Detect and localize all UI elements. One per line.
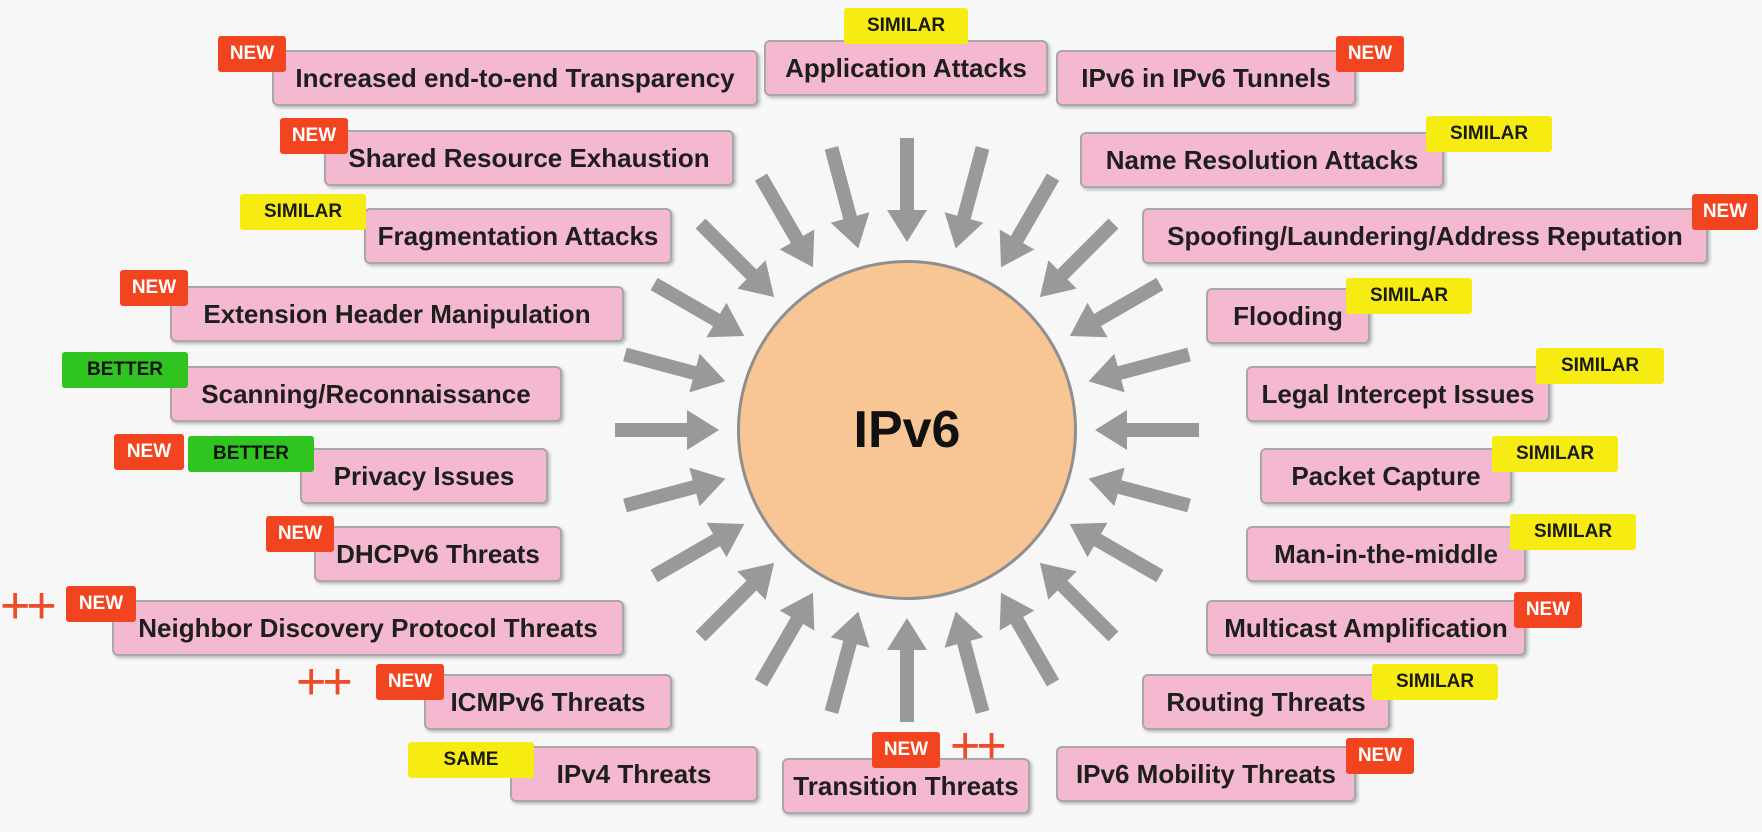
tag-new: NEW (1336, 36, 1404, 72)
threat-ipv6-in-ipv6-tunnels: IPv6 in IPv6 Tunnels (1056, 50, 1356, 106)
threat-packet-capture: Packet Capture (1260, 448, 1512, 504)
tag-new: NEW (1346, 738, 1414, 774)
threat-scanning-reconnaissance: Scanning/Reconnaissance (170, 366, 562, 422)
tag-similar: SIMILAR (240, 194, 366, 230)
plus-mark-neighbor-discovery: ++ (0, 577, 57, 635)
arrow-icon (944, 146, 990, 249)
threat-fragmentation-attacks: Fragmentation Attacks (364, 208, 672, 264)
arrow-icon (754, 173, 815, 268)
tag-new: NEW (120, 270, 188, 306)
arrow-icon (623, 467, 726, 513)
arrow-icon (999, 173, 1060, 268)
threat-ipv6-mobility-threats: IPv6 Mobility Threats (1056, 746, 1356, 802)
tag-new: NEW (1692, 194, 1758, 230)
threat-neighbor-discovery: Neighbor Discovery Protocol Threats (112, 600, 624, 656)
tag-new: NEW (114, 434, 184, 470)
tag-similar: SIMILAR (1346, 278, 1472, 314)
ipv6-center-circle: IPv6 (737, 260, 1077, 600)
tag-better: BETTER (188, 436, 314, 472)
threat-ipv4-threats: IPv4 Threats (510, 746, 758, 802)
threat-routing-threats: Routing Threats (1142, 674, 1390, 730)
arrow-icon (999, 592, 1060, 687)
arrow-icon (1069, 522, 1164, 583)
arrow-icon (1095, 410, 1199, 450)
tag-similar: SIMILAR (1426, 116, 1552, 152)
threat-shared-resource-exhaustion: Shared Resource Exhaustion (324, 130, 734, 186)
threat-flooding: Flooding (1206, 288, 1370, 344)
tag-new: NEW (280, 118, 348, 154)
threat-extension-header-manipulation: Extension Header Manipulation (170, 286, 624, 342)
tag-similar: SIMILAR (844, 8, 968, 44)
tag-new: NEW (266, 516, 334, 552)
threat-man-in-the-middle: Man-in-the-middle (1246, 526, 1526, 582)
arrow-icon (695, 218, 775, 298)
arrow-icon (1069, 277, 1164, 338)
arrow-icon (650, 522, 745, 583)
threat-multicast-amplification: Multicast Amplification (1206, 600, 1526, 656)
threat-name-resolution-attacks: Name Resolution Attacks (1080, 132, 1444, 188)
arrow-icon (944, 611, 990, 714)
arrow-icon (650, 277, 745, 338)
tag-new: NEW (1514, 592, 1582, 628)
tag-better: BETTER (62, 352, 188, 388)
tag-similar: SIMILAR (1492, 436, 1618, 472)
tag-similar: SIMILAR (1536, 348, 1664, 384)
tag-similar: SIMILAR (1372, 664, 1498, 700)
arrow-icon (1088, 347, 1191, 393)
arrow-icon (1039, 562, 1119, 642)
arrow-icon (1039, 218, 1119, 298)
threat-icmpv6-threats: ICMPv6 Threats (424, 674, 672, 730)
plus-mark-transition: ++ (950, 717, 1007, 775)
threat-dhcpv6-threats: DHCPv6 Threats (314, 526, 562, 582)
threat-spoofing-address-reputation: Spoofing/Laundering/Address Reputation (1142, 208, 1708, 264)
arrow-icon (1088, 467, 1191, 513)
tag-new: NEW (218, 36, 286, 72)
arrow-icon (695, 562, 775, 642)
arrow-icon (887, 138, 927, 242)
tag-new: NEW (66, 586, 136, 622)
tag-similar: SIMILAR (1510, 514, 1636, 550)
arrow-icon (824, 611, 870, 714)
tag-same: SAME (408, 742, 534, 778)
arrow-icon (824, 146, 870, 249)
threat-increased-transparency: Increased end-to-end Transparency (272, 50, 758, 106)
center-label: IPv6 (853, 401, 961, 459)
arrow-icon (615, 410, 719, 450)
tag-new: NEW (872, 732, 940, 768)
plus-mark-icmpv6: ++ (296, 653, 353, 711)
threat-transition-threats: Transition Threats (782, 758, 1030, 814)
tag-new: NEW (376, 664, 444, 700)
threat-application-attacks: Application Attacks (764, 40, 1048, 96)
arrow-icon (754, 592, 815, 687)
arrow-icon (623, 347, 726, 393)
threat-legal-intercept-issues: Legal Intercept Issues (1246, 366, 1550, 422)
arrow-icon (887, 618, 927, 722)
threat-privacy-issues: Privacy Issues (300, 448, 548, 504)
